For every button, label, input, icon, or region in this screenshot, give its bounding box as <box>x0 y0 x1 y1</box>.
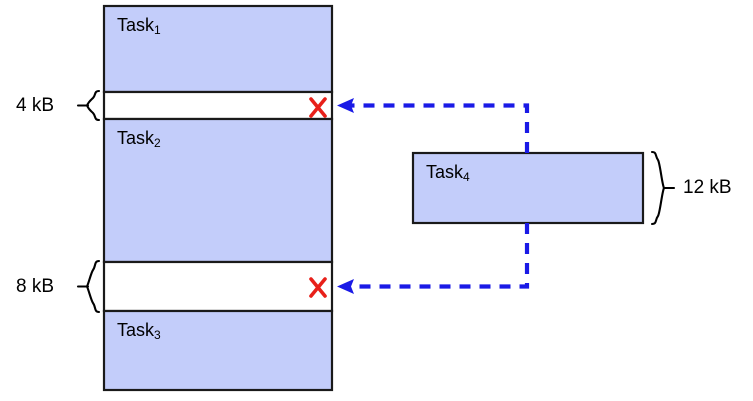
arrowhead-to-4kb-hole <box>337 98 354 113</box>
arrow-path-to-4kb-hole <box>348 103 530 153</box>
memory-block-task1 <box>102 4 334 94</box>
incoming-task-block <box>411 151 645 225</box>
memory-block-task1-label: Task1 <box>117 15 161 37</box>
brace-12kb <box>650 150 666 226</box>
memory-block-task3-label: Task3 <box>117 320 161 342</box>
arrowhead-to-8kb-hole <box>337 279 354 294</box>
memory-hole-8kb <box>102 260 334 313</box>
hole-4kb-size-label: 4 kB <box>16 95 55 116</box>
hole-8kb-size-label: 8 kB <box>16 276 55 297</box>
memory-block-task2 <box>102 117 334 264</box>
reject-x-4kb <box>309 97 327 118</box>
reject-x-8kb <box>309 277 327 298</box>
arrow-path-to-8kb-hole <box>348 223 530 289</box>
memory-hole-4kb <box>102 90 334 121</box>
incoming-task-label: Task4 <box>426 162 470 184</box>
memory-block-task2-label: Task2 <box>117 128 161 150</box>
memory-block-task3 <box>102 309 334 392</box>
incoming-task-size-label: 12 kB <box>683 177 732 198</box>
